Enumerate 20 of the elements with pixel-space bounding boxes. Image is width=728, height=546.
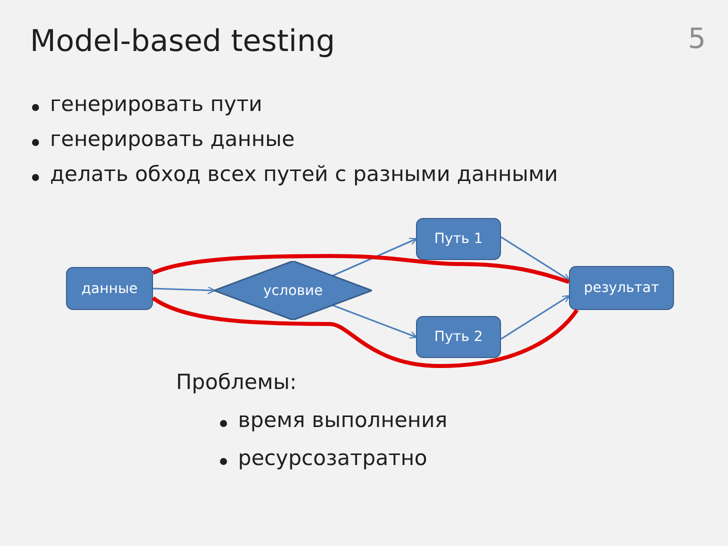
process-box: данные (66, 267, 153, 310)
node-label: условие (263, 282, 323, 298)
arrow (152, 286, 216, 294)
arrow (500, 295, 570, 340)
arrow (500, 236, 570, 281)
process-box: Путь 1 (416, 218, 501, 260)
slide-title: Model-based testing (30, 24, 335, 59)
process-box: Путь 2 (416, 316, 501, 358)
bullet-text: генерировать пути (50, 92, 262, 116)
path-curve (152, 254, 570, 284)
path-curve (152, 296, 579, 368)
bullet-text: генерировать данные (50, 127, 295, 151)
arrow (332, 238, 418, 276)
bullet-text: делать обход всех путей с разными данными (50, 162, 558, 186)
heading-text: Проблемы: (176, 370, 297, 394)
bullet-text: время выполнения (238, 408, 448, 432)
process-box: результат (569, 266, 674, 310)
arrow (332, 304, 418, 339)
slide-number: 5 (688, 22, 706, 55)
bullet-text: ресурсозатратно (238, 446, 428, 470)
